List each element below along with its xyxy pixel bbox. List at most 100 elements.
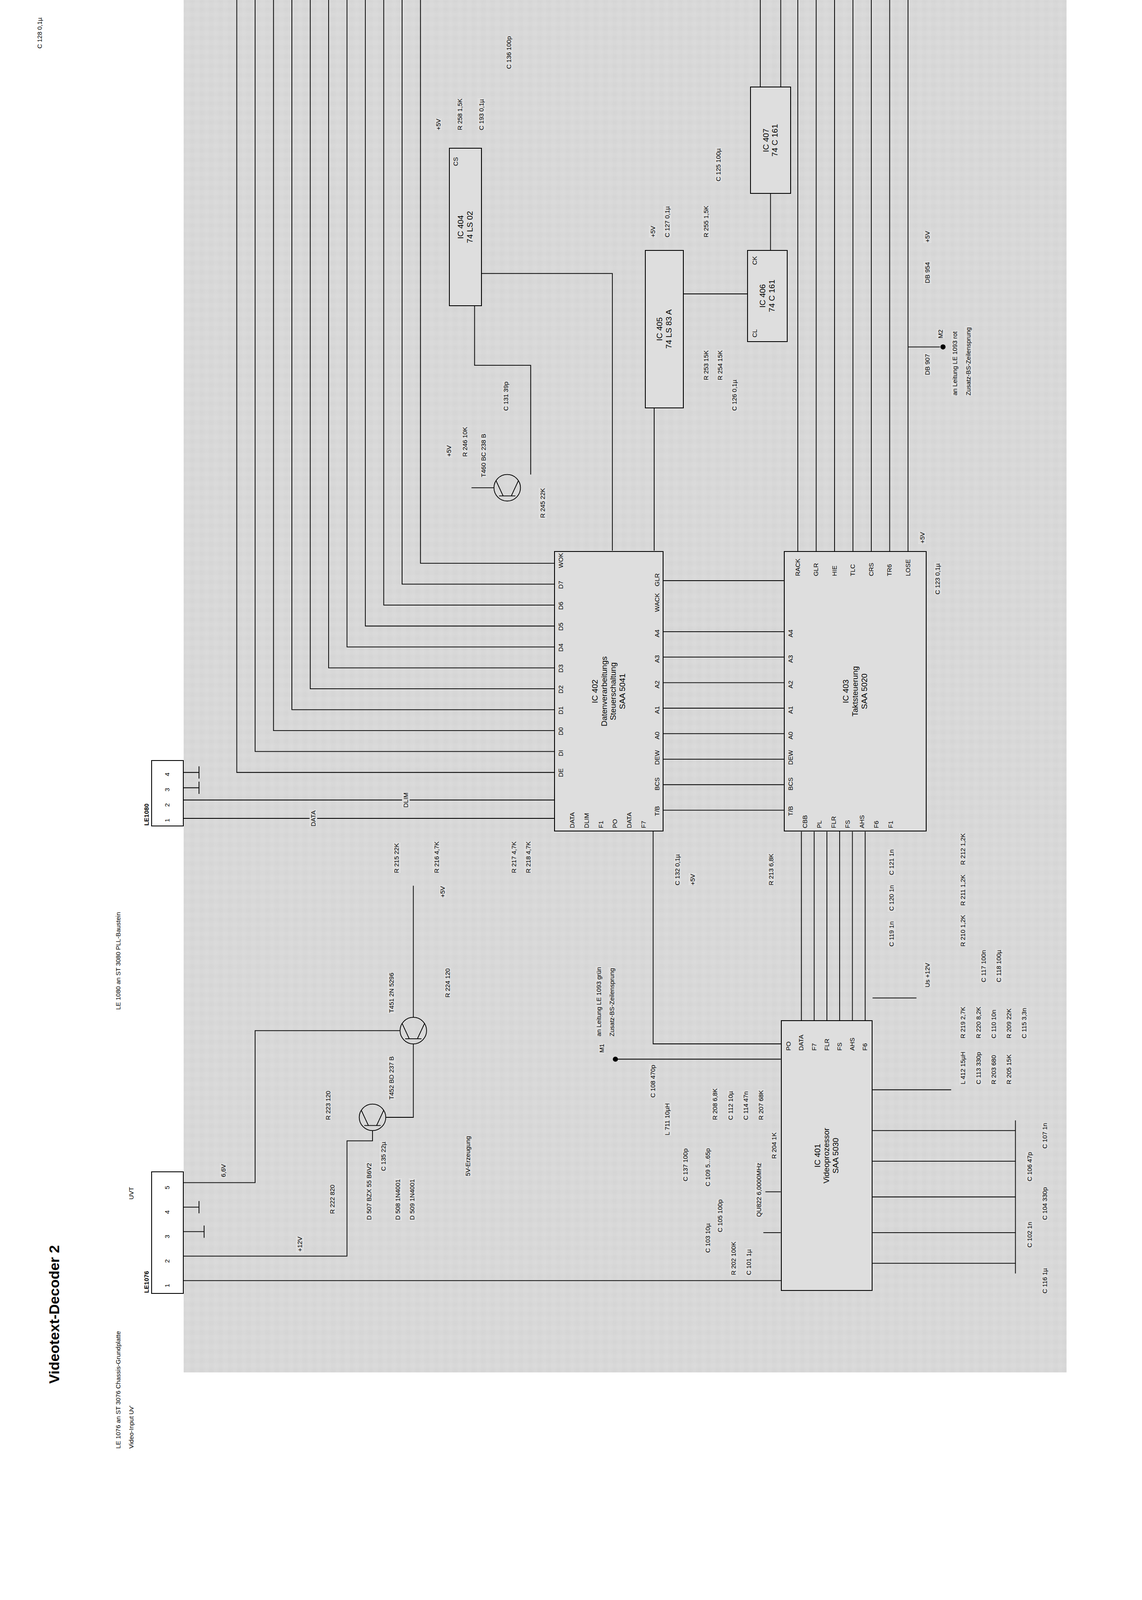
ic-label: 74 C 161: [767, 279, 777, 313]
schematic-label: WOK: [557, 552, 565, 569]
schematic-label: CBB: [801, 814, 809, 829]
schematic-label: 3: [163, 787, 172, 792]
ic-label: Taktsteuerung: [850, 666, 860, 717]
schematic-label: RACK: [793, 558, 802, 577]
schematic-label: Video-Input Uv': [127, 1405, 136, 1450]
schematic-label: F1: [597, 820, 605, 830]
schematic-label: A1: [653, 705, 661, 715]
schematic-label: DI: [557, 749, 565, 757]
schematic-label: M1: [598, 1043, 606, 1054]
schematic-label: D0: [557, 726, 565, 736]
schematic-label: C 123 0,1µ: [933, 562, 942, 596]
ic-label: SAA 5020: [859, 673, 870, 710]
schematic-label: TR6: [885, 563, 894, 577]
schematic-label: R 255 1,5K: [702, 205, 710, 238]
ic-label: SAA 5030: [831, 1137, 841, 1174]
schematic-label: D7: [557, 580, 565, 590]
schematic-label: T460 BC 238 B: [479, 433, 488, 478]
schematic-label: R 253 15K: [702, 349, 710, 381]
schematic-label: 5V-Erzeugung: [464, 1135, 472, 1177]
schematic-label: 4: [163, 1209, 172, 1215]
ic-label: IC 401: [812, 1144, 823, 1168]
schematic-label: Zusatz-BS-Zeilensprung: [608, 967, 616, 1037]
wire-connector: [653, 831, 782, 1045]
schematic-label: C 125 100µ: [714, 147, 723, 182]
ic-label: IC 403: [841, 679, 851, 704]
schematic-label: CS: [451, 156, 460, 167]
schematic-label: A0: [786, 731, 795, 740]
transistor-symbol: [494, 474, 521, 502]
schematic-label: C 114 47n: [742, 1090, 750, 1121]
schematic-label: 3: [163, 1234, 172, 1239]
ic-label: Datenverarbeitungs: [599, 656, 610, 727]
schematic-label: R 222 820: [328, 1184, 337, 1215]
schematic-label: GLR: [812, 562, 820, 577]
schematic-label: +5V: [438, 885, 447, 898]
schematic-label: D4: [557, 643, 565, 653]
schematic-label: D3: [557, 663, 565, 673]
schematic-label: FS: [835, 1042, 844, 1052]
schematic-label: R 215 22K: [392, 842, 401, 874]
schematic-label: BCS: [786, 777, 795, 792]
clock-wire: [801, 831, 866, 1021]
connector-box: LE1076: [151, 1171, 184, 1295]
wire-connector: [683, 293, 748, 295]
schematic-label: C 116 1µ: [1041, 1267, 1049, 1295]
schematic-label: FLR: [823, 1038, 831, 1052]
data-bus-wire: [236, 0, 555, 773]
schematic-label: C 135 22µ: [379, 1141, 388, 1172]
schematic-label: CK: [750, 255, 759, 266]
ic-label: SAA 5041: [617, 673, 628, 710]
schematic-label: C 137 100p: [681, 1148, 690, 1183]
schematic-label: C 121 1n: [887, 848, 896, 876]
schematic-label: R 212 1,2K: [959, 832, 967, 866]
schematic-label: C 108 470p: [649, 1064, 657, 1099]
address-bus-wire: [663, 631, 784, 811]
schematic-label: A4: [786, 629, 795, 638]
schematic-label: F7: [810, 1042, 819, 1052]
schematic-label: F6: [872, 820, 881, 830]
schematic-label: C 104 330p: [1041, 1187, 1049, 1221]
schematic-label: TLC: [848, 563, 857, 577]
schematic-label: R 254 15K: [716, 349, 724, 381]
schematic-label: D6: [557, 601, 565, 611]
schematic-label: C 115 3,3n: [1020, 1007, 1028, 1039]
transistor-symbol: [399, 1017, 427, 1045]
schematic-label: L 412 15µH: [959, 1051, 967, 1085]
schematic-label: DEW: [653, 749, 661, 766]
schematic-label: +5V: [923, 230, 932, 243]
schematic-label: C 117 100n: [979, 949, 988, 983]
schematic-label: +5V: [688, 873, 697, 886]
wire-connector: [770, 193, 772, 251]
transistor-symbol: [359, 1104, 387, 1132]
ic-box: IC 401VideoprozessorSAA 5030: [780, 1020, 873, 1291]
schematic-label: A3: [786, 654, 795, 664]
schematic-label: an Leitung LE 1093 rot: [951, 331, 959, 397]
schematic-label: R 220 8,2K: [974, 1006, 983, 1039]
schematic-label: 1: [163, 1283, 172, 1288]
connector-label: LE1080: [142, 803, 150, 827]
ic-box: IC 403TaktsteuerungSAA 5020: [783, 551, 927, 833]
schematic-label: R 204 1K: [770, 1132, 778, 1160]
schematic-label: 4: [163, 772, 172, 777]
schematic-label: 6,6V: [219, 1163, 228, 1178]
schematic-label: R 202 100K: [729, 1241, 738, 1276]
schematic-label: A0: [653, 731, 661, 740]
ic-label: 74 LS 02: [465, 211, 475, 244]
schematic-label: DB 907: [923, 353, 932, 376]
title: Videotext-Decoder 2: [46, 1245, 63, 1384]
ic-label: 74 LS 83 A: [664, 309, 674, 349]
schematic-label: A1: [786, 705, 795, 715]
schematic-label: PO: [784, 1041, 793, 1052]
schematic-label: C 101 1µ: [745, 1248, 753, 1276]
schematic-label: C 131 39p: [502, 381, 510, 412]
schematic-label: +5V: [649, 225, 657, 238]
wire-connector: [183, 799, 555, 801]
wire-connector: [183, 818, 555, 819]
schematic-label: CRS: [867, 562, 876, 577]
schematic-label: F6: [861, 1042, 869, 1052]
schematic-label: HIE: [830, 565, 839, 577]
ic-box: IC 40474 LS 02: [448, 147, 482, 307]
schematic-label: DATA: [568, 811, 577, 829]
schematic-label: R 216 4,7K: [432, 840, 441, 874]
